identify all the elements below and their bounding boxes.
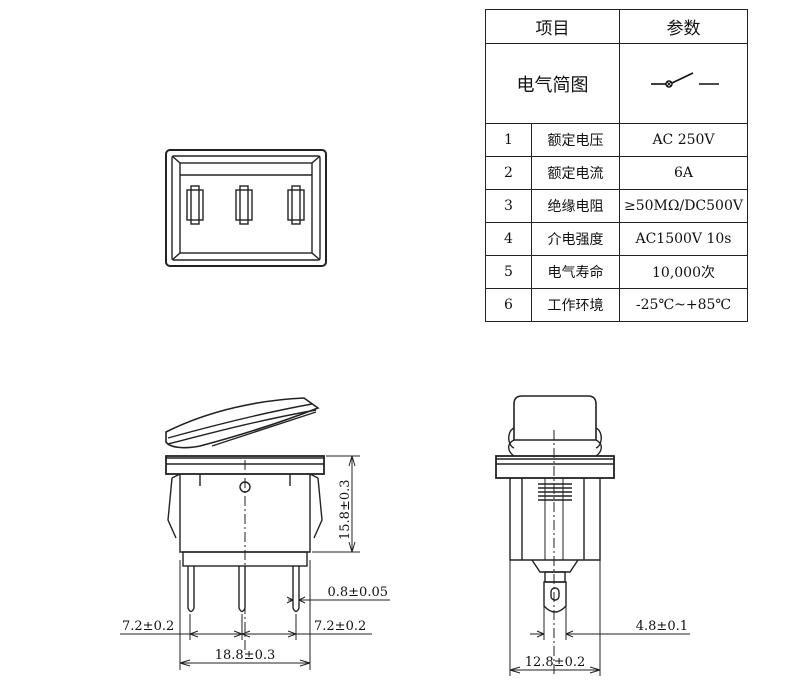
- row-value: 6A: [619, 156, 748, 190]
- top-terminal-middle: [235, 185, 253, 225]
- header-item: 项目: [485, 9, 620, 44]
- table-row: 4 介电强度 AC1500V 10s: [485, 222, 748, 256]
- table-row: 6 工作环境 -25℃~+85℃: [485, 288, 748, 322]
- front-view: [120, 397, 390, 670]
- header-param: 参数: [619, 9, 748, 44]
- pin-spacing-right-label: 7.2±0.2: [314, 619, 366, 634]
- diagram-label: 电气简图: [485, 43, 620, 124]
- pin-width-dimension: [530, 606, 690, 640]
- row-number: 2: [485, 156, 532, 190]
- front-pin-middle: [238, 566, 246, 613]
- row-name: 额定电压: [531, 123, 620, 157]
- switch-symbol-cell: [619, 43, 748, 124]
- spec-table: 项目 参数 电气简图 1 额定电压 AC 250V 2 额定电流 6A 3 绝缘…: [485, 9, 748, 322]
- row-value: AC 250V: [619, 123, 748, 157]
- pin-thickness-dimension: [286, 596, 390, 604]
- pin-thickness-label: 0.8±0.05: [327, 585, 388, 600]
- switch-symbol-icon: [650, 71, 719, 88]
- top-view: [165, 149, 327, 267]
- body-width-dimension: [179, 560, 311, 670]
- row-number: 3: [485, 189, 532, 223]
- row-value: -25℃~+85℃: [619, 288, 748, 322]
- row-number: 5: [485, 255, 532, 289]
- body-width-label: 18.8±0.3: [215, 648, 276, 663]
- row-value: AC1500V 10s: [619, 222, 748, 256]
- table-row: 5 电气寿命 10,000次: [485, 255, 748, 289]
- row-number: 1: [485, 123, 532, 157]
- front-height-dimension: [312, 455, 360, 553]
- pin-spacing-left-label: 7.2±0.2: [122, 619, 174, 634]
- height-dimension-label: 15.8±0.3: [338, 479, 353, 540]
- pin-spacing-dimension: [120, 614, 372, 640]
- row-name: 绝缘电阻: [531, 189, 620, 223]
- row-number: 6: [485, 288, 532, 322]
- table-diagram-row: 电气简图: [485, 43, 748, 124]
- side-width-label: 12.8±0.2: [525, 655, 586, 670]
- row-name: 电气寿命: [531, 255, 620, 289]
- table-row: 1 额定电压 AC 250V: [485, 123, 748, 157]
- table-row: 3 绝缘电阻 ≥50MΩ/DC500V: [485, 189, 748, 223]
- table-row: 2 额定电流 6A: [485, 156, 748, 190]
- row-name: 额定电流: [531, 156, 620, 190]
- table-header-row: 项目 参数: [485, 9, 748, 44]
- top-terminal-left: [186, 185, 204, 225]
- row-value: 10,000次: [619, 255, 748, 289]
- row-name: 介电强度: [531, 222, 620, 256]
- row-name: 工作环境: [531, 288, 620, 322]
- side-pin: [543, 581, 567, 613]
- side-view: [495, 395, 690, 676]
- front-pin-right: [292, 566, 300, 613]
- front-pin-left: [187, 566, 195, 613]
- top-terminal-right: [287, 185, 305, 225]
- row-number: 4: [485, 222, 532, 256]
- row-value: ≥50MΩ/DC500V: [619, 189, 748, 223]
- side-width-dimension: [509, 560, 601, 676]
- pin-width-label: 4.8±0.1: [636, 619, 688, 634]
